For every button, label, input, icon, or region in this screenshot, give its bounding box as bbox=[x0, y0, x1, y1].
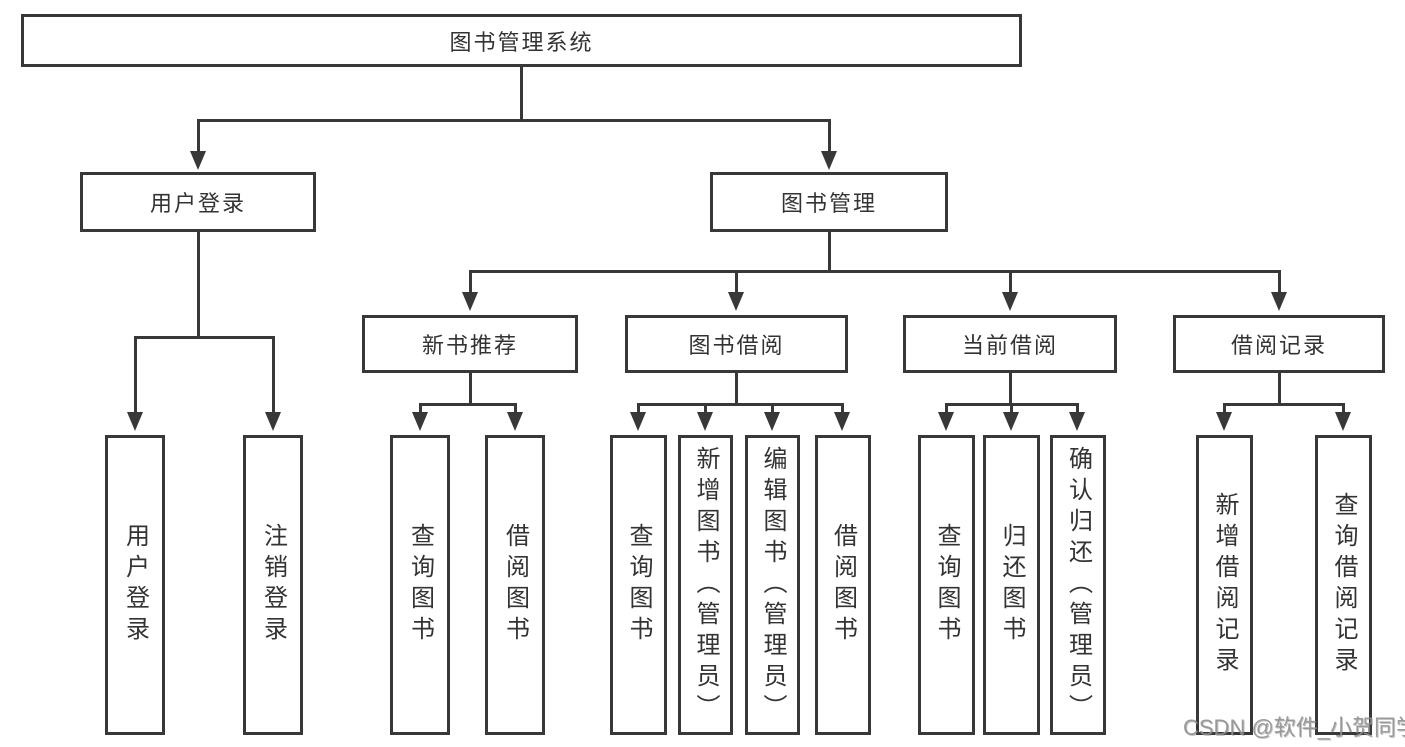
arrowhead bbox=[507, 412, 523, 431]
node-user-login: 用户登录 bbox=[80, 172, 316, 232]
connector-root-stem bbox=[520, 67, 523, 120]
leaf-query-books-recommend: 查询图书 bbox=[390, 435, 450, 735]
arrowhead bbox=[1335, 412, 1351, 431]
connector-new-book-rail bbox=[419, 403, 517, 406]
leaf-borrow-books: 借阅图书 bbox=[815, 435, 871, 735]
connector-drop bbox=[419, 403, 422, 413]
connector-drop bbox=[1223, 403, 1226, 413]
connector-drop-user-login bbox=[197, 119, 200, 153]
arrowhead bbox=[412, 412, 428, 431]
connector-new-book-stem bbox=[469, 373, 472, 405]
node-current-borrow-label: 当前借阅 bbox=[961, 333, 1058, 358]
connector-drop-leaf-login bbox=[134, 336, 137, 413]
node-new-book-recommend: 新书推荐 bbox=[362, 315, 578, 373]
arrowhead-current-borrow bbox=[1002, 292, 1018, 311]
arrowhead bbox=[764, 412, 780, 431]
arrowhead-new-book bbox=[462, 292, 478, 311]
leaf-query-borrow-record: 查询借阅记录 bbox=[1315, 435, 1372, 735]
connector-user-login-stem bbox=[197, 232, 200, 338]
arrowhead bbox=[1216, 412, 1232, 431]
connector-book-management-rail bbox=[469, 270, 1280, 273]
leaf-confirm-return-admin: 确认归还（管理员） bbox=[1050, 435, 1106, 735]
node-borrow-records: 借阅记录 bbox=[1173, 315, 1385, 373]
leaf-add-books-admin-label: 新增图书（管理员） bbox=[692, 445, 719, 725]
leaf-edit-books-admin: 编辑图书（管理员） bbox=[745, 435, 800, 735]
connector-root-rail bbox=[197, 119, 830, 122]
node-book-borrow-label: 图书借阅 bbox=[688, 333, 785, 358]
leaf-add-borrow-record: 新增借阅记录 bbox=[1196, 435, 1253, 735]
arrowhead-leaf-login bbox=[127, 412, 143, 431]
connector-current-borrow-stem bbox=[1009, 373, 1012, 405]
leaf-confirm-return-admin-label: 确认归还（管理员） bbox=[1064, 445, 1092, 725]
connector-drop bbox=[945, 403, 948, 413]
node-new-book-recommend-label: 新书推荐 bbox=[421, 333, 518, 358]
leaf-logout: 注销登录 bbox=[243, 435, 303, 735]
arrowhead bbox=[1069, 412, 1085, 431]
leaf-user-login-label: 用户登录 bbox=[121, 523, 149, 647]
arrowhead bbox=[1003, 412, 1019, 431]
node-current-borrow: 当前借阅 bbox=[903, 315, 1117, 373]
node-root: 图书管理系统 bbox=[21, 14, 1022, 67]
node-root-label: 图书管理系统 bbox=[449, 29, 594, 55]
leaf-query-borrow-record-label: 查询借阅记录 bbox=[1330, 492, 1357, 678]
node-book-borrow: 图书借阅 bbox=[625, 315, 848, 373]
leaf-query-books-current: 查询图书 bbox=[918, 435, 975, 735]
leaf-query-books-current-label: 查询图书 bbox=[933, 523, 960, 647]
connector-drop-book-management bbox=[828, 119, 831, 153]
csdn-watermark: CSDN @软件_小贺同学 bbox=[1183, 715, 1405, 740]
connector-drop-new-book bbox=[469, 270, 472, 294]
connector-drop-leaf-logout bbox=[272, 336, 275, 413]
connector-drop-book-borrow bbox=[735, 270, 738, 294]
connector-book-management-stem bbox=[828, 232, 831, 272]
arrowhead bbox=[834, 412, 850, 431]
connector-drop bbox=[771, 403, 774, 413]
arrowhead bbox=[938, 412, 954, 431]
connector-book-borrow-rail bbox=[637, 403, 844, 406]
node-book-management-label: 图书管理 bbox=[780, 191, 877, 216]
connector-drop bbox=[514, 403, 517, 413]
arrowhead-user-login bbox=[190, 151, 206, 170]
arrowhead-leaf-logout bbox=[265, 412, 281, 431]
connector-drop-borrow-records bbox=[1278, 270, 1281, 294]
leaf-edit-books-admin-label: 编辑图书（管理员） bbox=[759, 445, 786, 725]
connector-user-login-rail bbox=[134, 336, 275, 339]
leaf-return-books-label: 归还图书 bbox=[998, 523, 1025, 647]
connector-borrow-records-stem bbox=[1278, 373, 1281, 405]
arrowhead-borrow-records bbox=[1271, 292, 1287, 311]
connector-drop-current-borrow bbox=[1009, 270, 1012, 294]
leaf-borrow-books-recommend: 借阅图书 bbox=[485, 435, 545, 735]
arrowhead bbox=[630, 412, 646, 431]
leaf-query-books-borrow-label: 查询图书 bbox=[625, 523, 652, 647]
arrowhead-book-borrow bbox=[728, 292, 744, 311]
arrowhead bbox=[697, 412, 713, 431]
connector-drop bbox=[1342, 403, 1345, 413]
node-user-login-label: 用户登录 bbox=[149, 191, 246, 216]
arrowhead-book-management bbox=[821, 151, 837, 170]
leaf-borrow-books-label: 借阅图书 bbox=[829, 523, 857, 647]
node-borrow-records-label: 借阅记录 bbox=[1230, 333, 1327, 358]
leaf-user-login: 用户登录 bbox=[105, 435, 165, 735]
leaf-borrow-books-recommend-label: 借阅图书 bbox=[501, 523, 529, 647]
connector-drop bbox=[704, 403, 707, 413]
leaf-return-books: 归还图书 bbox=[983, 435, 1040, 735]
node-book-management: 图书管理 bbox=[710, 172, 948, 232]
leaf-query-books-recommend-label: 查询图书 bbox=[406, 523, 434, 647]
leaf-add-borrow-record-label: 新增借阅记录 bbox=[1211, 492, 1238, 678]
connector-drop bbox=[637, 403, 640, 413]
connector-drop bbox=[1010, 403, 1013, 413]
leaf-logout-label: 注销登录 bbox=[259, 523, 287, 647]
connector-drop bbox=[841, 403, 844, 413]
connector-drop bbox=[1076, 403, 1079, 413]
leaf-query-books-borrow: 查询图书 bbox=[610, 435, 667, 735]
leaf-add-books-admin: 新增图书（管理员） bbox=[678, 435, 733, 735]
connector-book-borrow-stem bbox=[735, 373, 738, 405]
connector-borrow-records-rail bbox=[1223, 403, 1344, 406]
